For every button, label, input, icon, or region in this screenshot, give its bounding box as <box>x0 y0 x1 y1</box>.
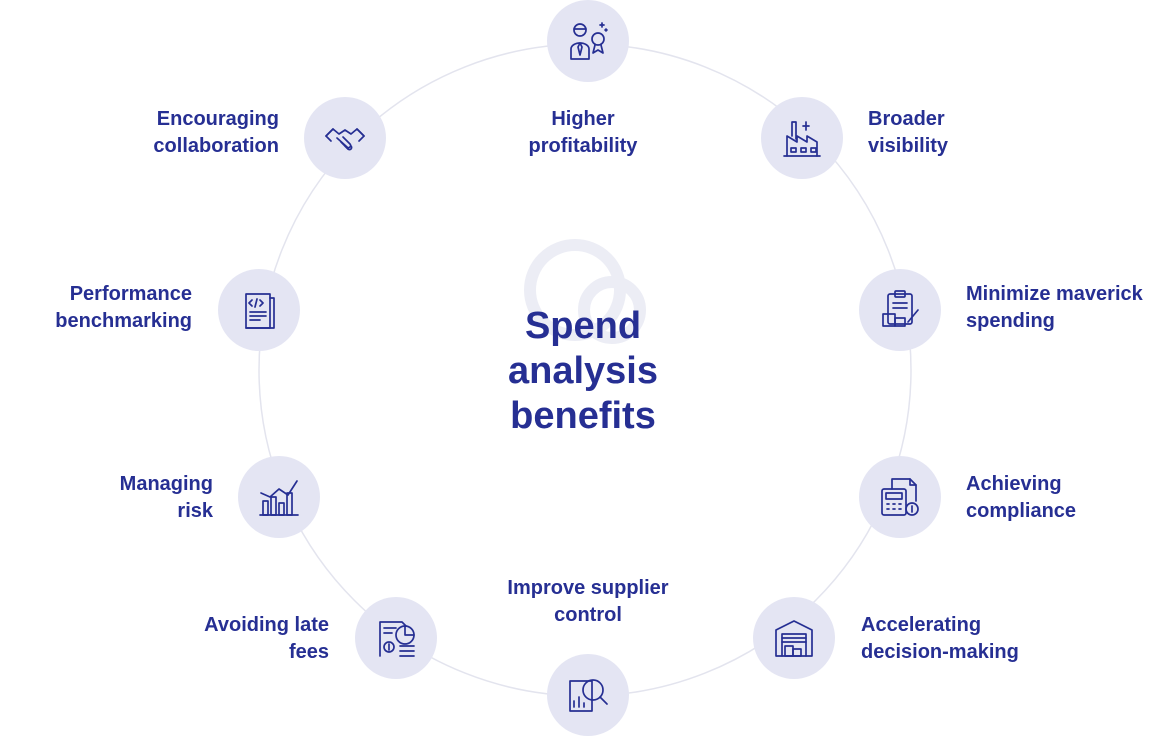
faint-search-watermark <box>524 239 646 344</box>
title-line-2: analysis <box>508 350 658 392</box>
benefit-node-achieving-compliance <box>859 456 941 538</box>
benefit-node-managing-risk <box>238 456 320 538</box>
benefit-label-improve-supplier-control: Improve supplier control <box>507 577 669 626</box>
code-document-icon <box>245 293 275 329</box>
benefit-node-improve-supplier-control <box>547 654 629 736</box>
magnifier-chart-icon <box>569 679 608 712</box>
title-line-3: benefits <box>510 395 656 437</box>
clipboard-boxes-icon <box>882 290 919 327</box>
benefit-node-encouraging-collaboration <box>304 97 386 179</box>
line-bar-chart-icon <box>259 480 299 516</box>
handshake-icon <box>325 128 365 151</box>
benefit-label-accelerating-decision-making: Accelerating decision-making <box>861 614 1019 663</box>
benefit-node-higher-profitability <box>547 0 629 82</box>
benefit-node-minimize-maverick-spending <box>859 269 941 351</box>
benefit-node-avoiding-late-fees <box>355 597 437 679</box>
diagram-title: Spend analysis benefits <box>460 304 706 439</box>
calculator-document-icon <box>881 478 919 516</box>
benefit-label-performance-benchmarking: Performance benchmarking <box>55 283 192 332</box>
benefit-label-broader-visibility: Broader visibility <box>868 108 949 157</box>
benefit-label-managing-risk: Managing risk <box>119 473 213 522</box>
benefit-label-avoiding-late-fees: Avoiding late fees <box>204 614 329 663</box>
benefit-label-higher-profitability: Higher profitability <box>528 108 638 157</box>
benefit-label-encouraging-collaboration: Encouraging collaboration <box>153 108 279 157</box>
benefit-node-broader-visibility <box>761 97 843 179</box>
businessman-award-icon <box>570 22 608 60</box>
invoice-piechart-icon <box>379 621 415 657</box>
benefit-label-minimize-maverick-spending: Minimize maverick spending <box>966 283 1143 332</box>
factory-icon <box>783 121 821 157</box>
warehouse-icon <box>775 620 813 657</box>
benefit-node-performance-benchmarking <box>218 269 300 351</box>
benefit-label-achieving-compliance: Achieving compliance <box>966 473 1077 522</box>
benefit-node-accelerating-decision-making <box>753 597 835 679</box>
title-line-1: Spend <box>524 305 642 347</box>
